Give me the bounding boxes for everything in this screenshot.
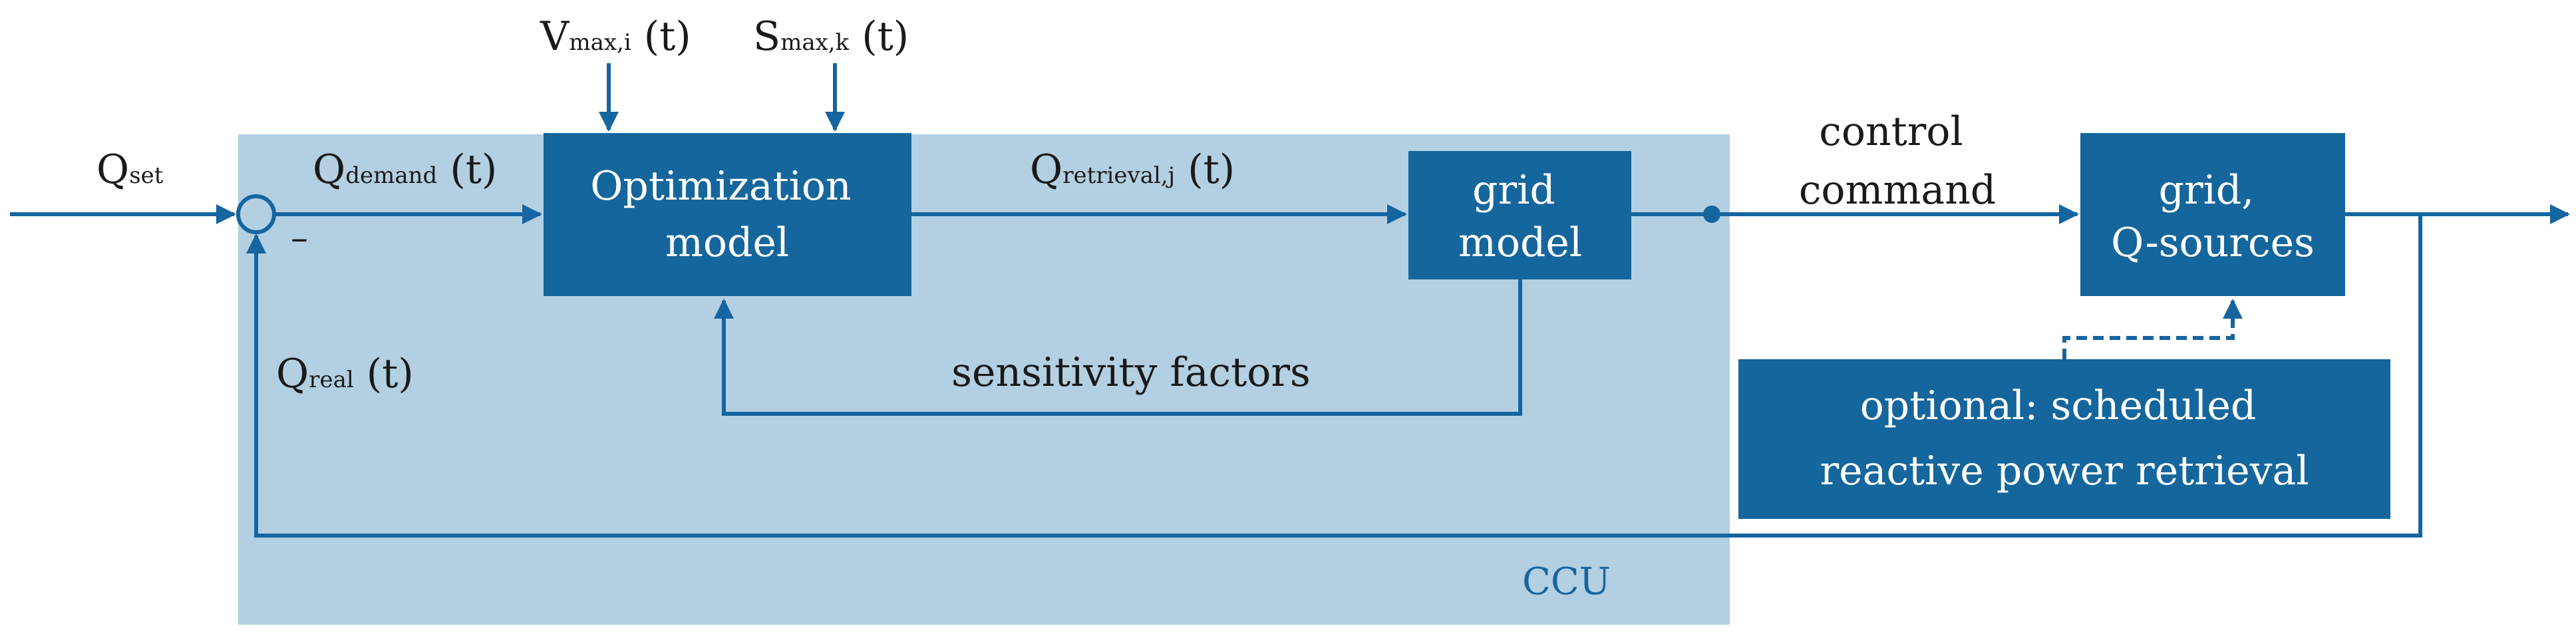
- svg-text:Optimization model: Optimization model: [590, 163, 864, 266]
- grid-sources-line2: Q-sources: [2111, 220, 2315, 266]
- q-retrieval-label: Qretrieval,j (t): [1030, 146, 1235, 193]
- control-command-label: control command: [1799, 108, 1996, 214]
- optional-block-line2: reactive power retrieval: [1820, 448, 2309, 494]
- grid-model-line2: model: [1458, 220, 1582, 266]
- svg-text:grid model: grid model: [1458, 167, 1582, 266]
- s-max-label: Smax,k (t): [753, 13, 909, 60]
- svg-text:optional: scheduled reacti: optional: scheduled reactive power retri…: [1820, 383, 2309, 494]
- optional-block-line1: optional: scheduled: [1860, 383, 2257, 429]
- svg-text:grid, Q-sources: grid, Q-sources: [2111, 167, 2315, 266]
- grid-model-line1: grid: [1472, 167, 1555, 214]
- q-set-label: Qset: [96, 146, 164, 193]
- branch-point: [1703, 206, 1720, 223]
- grid-q-sources-block: [2080, 133, 2345, 296]
- minus-sign: –: [291, 218, 308, 258]
- optional-retrieval-block: [1738, 359, 2390, 519]
- optimization-block-line2: model: [665, 220, 789, 266]
- sensitivity-factors-label: sensitivity factors: [951, 349, 1311, 396]
- v-max-label: Vmax,i (t): [540, 13, 691, 60]
- optional-dashed-arrow: [2062, 299, 2243, 359]
- q-demand-label: Qdemand (t): [313, 146, 497, 193]
- summing-junction: [236, 194, 276, 234]
- optimization-model-block: [544, 133, 911, 296]
- sensitivity-feedback-line: [714, 279, 1522, 416]
- q-real-feedback-line: [246, 214, 2422, 538]
- grid-model-block: [1408, 151, 1631, 279]
- optimization-block-line1: Optimization: [590, 163, 851, 210]
- ccu-label: CCU: [1522, 560, 1611, 603]
- grid-sources-line1: grid,: [2159, 167, 2255, 214]
- q-real-label: Qreal (t): [276, 351, 414, 397]
